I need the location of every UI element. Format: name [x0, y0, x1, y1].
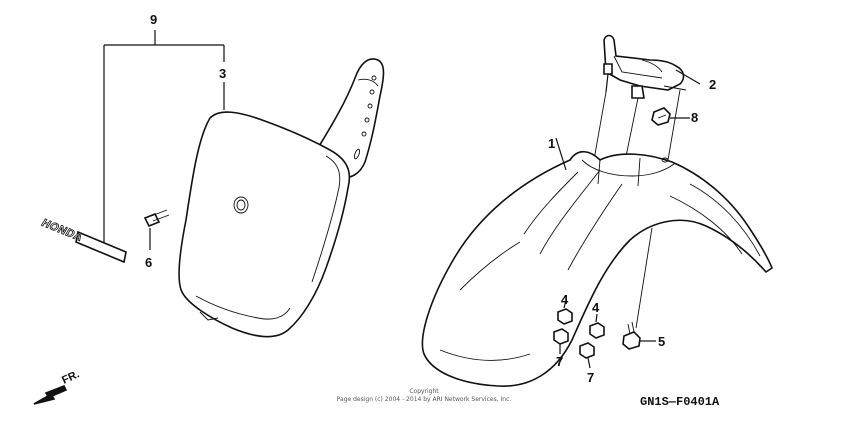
decal-text: HONDA — [39, 217, 85, 243]
callout-7-left: 7 — [556, 354, 563, 369]
nut-part-4-right — [589, 313, 605, 339]
callout-4-left: 4 — [561, 292, 569, 307]
copyright-line-2: Page design (c) 2004 - 2014 by ARI Netwo… — [337, 396, 512, 403]
callout-1: 1 — [548, 136, 555, 151]
direction-label: FR. — [60, 368, 81, 386]
callout-4-right: 4 — [592, 300, 600, 315]
screw-part-6 — [143, 209, 170, 250]
callout-5: 5 — [658, 334, 665, 349]
number-plate-part-3 — [178, 58, 385, 338]
fender-bracket-part-2 — [603, 34, 701, 99]
group-bracket-9 — [103, 30, 225, 245]
front-direction-arrow: FR. — [33, 368, 81, 405]
callout-7-right: 7 — [587, 370, 594, 385]
bolt-part-8 — [651, 107, 690, 126]
callout-8: 8 — [691, 110, 698, 125]
front-fender-part-1 — [421, 137, 773, 387]
honda-decal: HONDA — [39, 217, 127, 264]
nut-part-7-right — [579, 342, 595, 369]
bolt-part-5 — [622, 321, 656, 350]
nut-part-4-left — [557, 299, 573, 325]
copyright-line-1: Copyright — [409, 388, 439, 395]
callout-6: 6 — [145, 255, 152, 270]
figure-code: GN1S—F0401A — [640, 395, 720, 409]
nut-part-7-left — [553, 328, 569, 354]
callout-9: 9 — [150, 12, 157, 27]
callout-3: 3 — [219, 66, 226, 81]
callout-2: 2 — [709, 77, 716, 92]
